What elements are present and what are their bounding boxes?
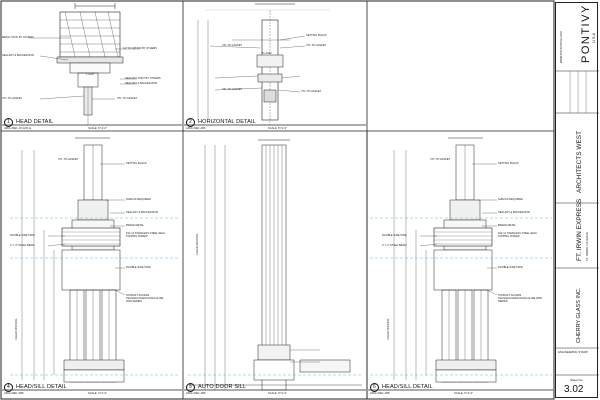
detail-number-2: 2: [186, 118, 195, 127]
detail-scale-5: SCALE: 3"=1'-0": [268, 392, 287, 395]
project-location: FT. IRWIN, CA 92310: [585, 232, 589, 261]
note-hs4-6: #12-14 STAINLESS STEEL SELF-TAPPING SCRE…: [126, 232, 166, 238]
note-hs4-4: SEALANT & BACKER ROD: [126, 211, 159, 214]
clear-opening-6: CLEAR OPENING: [387, 318, 390, 340]
architect-name: ARCHITECTS WEST: [576, 130, 583, 193]
note-horiz-2: SETTING BLOCK: [306, 34, 327, 37]
detail-number-5: 5: [186, 383, 195, 392]
contractor-name: CHERRY GLASS INC.: [576, 287, 582, 343]
note-horiz-4: TL-1522: [262, 52, 272, 55]
note-hs6-4: SEALANT & BACKER ROD: [498, 211, 531, 214]
sheet-label: Sheet No.: [570, 378, 584, 382]
sheet-number: 3.02: [564, 384, 584, 395]
detail-ref-4: ARCH REF: AB8: [4, 392, 24, 395]
note-horiz-1: VTL TO GASKET: [222, 44, 243, 47]
detail-ref-2: ARCH REF: AB6: [186, 127, 206, 130]
note-horiz-6: VTL TO GASKET: [301, 90, 322, 93]
note-head-6: SEALANT & BACKER ROD: [125, 82, 158, 85]
note-head-4: T-CLIP: [86, 73, 95, 76]
note-head-8: VTL TO GASKET: [117, 97, 138, 100]
detail-title-text-2: HORIZONTAL DETAIL: [198, 119, 256, 125]
detail-title-text-6: HEAD/SILL DETAIL: [382, 384, 433, 390]
note-hs6-10: STARLIFT ACCESS TECHNOLOGIES DURA-GLIDE …: [498, 294, 542, 303]
note-hs4-2: VTL TO GASKET: [58, 158, 79, 161]
note-hs4-1: SETTING BLOCK: [126, 162, 147, 165]
note-horiz-3: VTL TO GASKET: [306, 44, 327, 47]
note-head-7: VTL TO GASKET: [2, 97, 23, 100]
clear-opening-5: CLEAR OPENING: [196, 233, 199, 255]
note-hs6-7: DOUBLE SIDE TAPE: [382, 234, 407, 237]
note-hs6-9: DOUBLE SIDE TAPE: [498, 266, 523, 269]
title-block-lines: [556, 70, 599, 376]
note-head-5: SEALANT JOINT BY OTHERS: [125, 77, 161, 80]
note-hs6-1: SETTING BLOCK: [498, 162, 519, 165]
note-hs6-6: #12-14 STAINLESS STEEL SELF-TAPPING SCRE…: [498, 232, 538, 238]
company-address: WWW.PONTIVYUSA.COM: [560, 31, 563, 63]
company-sub: USA: [591, 31, 596, 43]
clear-opening-4: CLEAR OPENING: [15, 318, 18, 340]
detail-ref-1: ARCH REF: A5.1/A5.11: [4, 127, 32, 130]
project-name: FT. IRWIN EXPRESS: [576, 198, 583, 261]
note-horiz-5: VTL TO GASKET: [222, 88, 243, 91]
detail-title-text-5: AUTO DOOR SILL: [198, 384, 247, 390]
note-hs6-5: BRAKE METAL: [498, 224, 516, 227]
detail-title-text-1: HEAD DETAIL: [16, 119, 54, 125]
note-hs4-10: STARLIFT ACCESS TECHNOLOGIES DURA-GLIDE …: [126, 294, 164, 303]
detail-number-1: 1: [4, 118, 13, 127]
detail-ref-5: ARCH REF: AB6: [186, 392, 206, 395]
note-hs4-3: SHIM AS REQUIRED: [126, 198, 151, 201]
note-hs4-9: DOUBLE SIDE TAPE: [126, 266, 151, 269]
note-head-1: METAL STUD BY OTHERS: [2, 36, 34, 39]
detail-number-4: 4: [4, 383, 13, 392]
note-hs6-3: SHIM AS REQUIRED: [498, 198, 523, 201]
engineering-stamp: ENGINEERING STAMP: [558, 350, 588, 354]
note-head-3: SEALANT & BACKER ROD: [2, 54, 35, 57]
note-hs4-8: 4" x 4" STEEL BEAM: [10, 244, 35, 247]
detail-scale-6: SCALE: 3"=1'-0": [454, 392, 473, 395]
detail-scale-1: SCALE: 6"=1'-0": [88, 127, 107, 130]
note-hs4-7: DOUBLE SIDE TAPE: [10, 234, 35, 237]
note-head-2: 1/2" PLYWOOD BY OTHERS: [123, 47, 157, 50]
detail-number-6: 6: [370, 383, 379, 392]
note-hs4-5: BRAKE METAL: [126, 224, 144, 227]
note-hs6-2: VTL TO GASKET: [430, 158, 451, 161]
detail-title-text-4: HEAD/SILL DETAIL: [16, 384, 67, 390]
detail-ref-6: ARCH REF: AB8: [370, 392, 390, 395]
detail-scale-2: SCALE: 6"=1'-0": [268, 127, 287, 130]
detail-scale-4: SCALE: 3"=1'-0": [88, 392, 107, 395]
note-hs6-8: 4" x 4" STEEL BEAM: [382, 244, 407, 247]
title-block: PONTIVY USA WWW.PONTIVYUSA.COM ARCHITECT…: [555, 2, 599, 398]
